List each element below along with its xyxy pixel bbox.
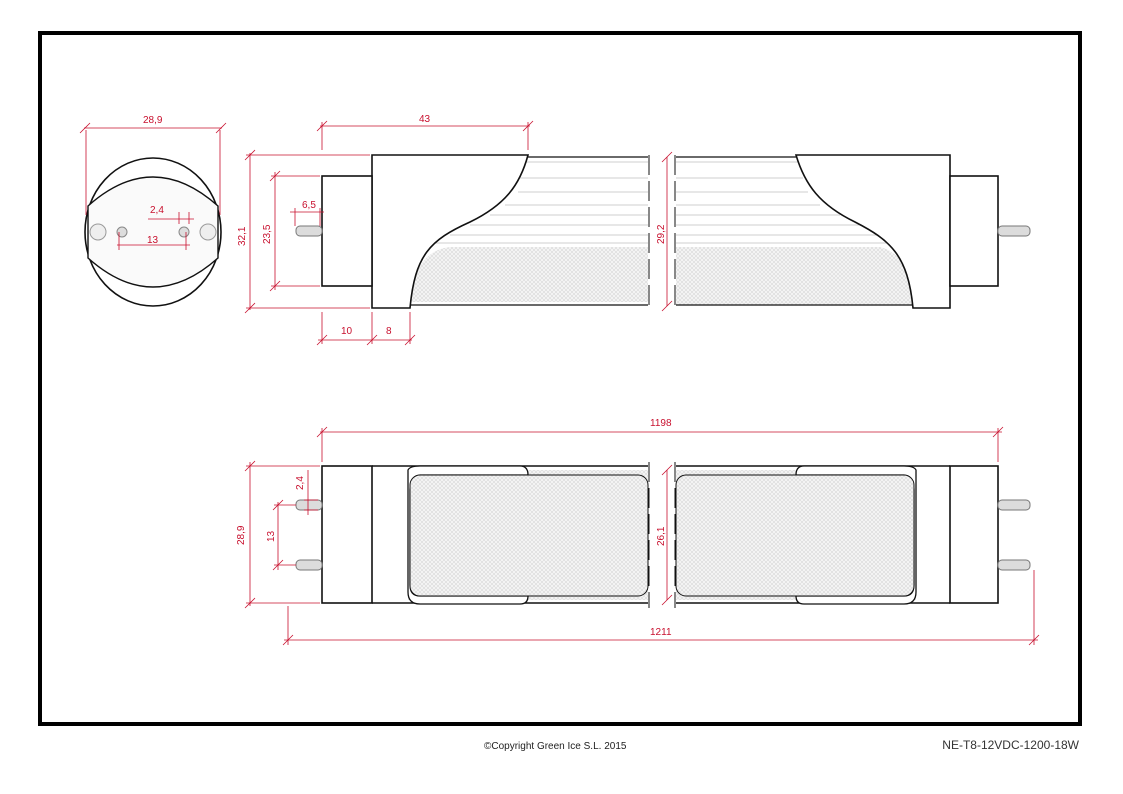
- side-tube-left: [410, 156, 648, 306]
- end-screw-right: [199, 223, 217, 241]
- side-right-cap: [794, 154, 951, 309]
- top-pin-spacing-label: 13: [266, 530, 277, 542]
- end-pin-left: [116, 226, 128, 238]
- end-cap-inner-lens: [87, 176, 219, 288]
- side-cap-height-label: 32,1: [237, 226, 248, 246]
- side-tube-right: [676, 156, 913, 306]
- side-tube-diameter-label: 29,2: [656, 224, 667, 244]
- side-left-plug: [321, 175, 373, 287]
- side-right-plug: [949, 175, 999, 287]
- drawing-frame: [38, 31, 1082, 726]
- top-cap-width-label: 28,9: [236, 525, 247, 545]
- end-pin-diameter-label: 2,4: [150, 205, 164, 216]
- side-left-pin: [295, 225, 323, 237]
- top-right-pin-upper: [997, 499, 1031, 511]
- top-pin-diameter-label: 2,4: [295, 476, 306, 490]
- side-segment-a-label: 10: [341, 326, 353, 337]
- end-screw-left: [89, 223, 107, 241]
- copyright-text: ©Copyright Green Ice S.L. 2015: [484, 741, 627, 752]
- top-left-pin-upper: [295, 499, 323, 511]
- side-inner-height-label: 23,5: [262, 224, 273, 244]
- side-view: 43 32,1 23,5 6,5 10 8 29,2: [237, 114, 1031, 346]
- top-left-pin-lower: [295, 559, 323, 571]
- top-right-pin-lower: [997, 559, 1031, 571]
- top-overall-length-label: 1211: [650, 627, 672, 638]
- side-right-pin: [997, 225, 1031, 237]
- side-cap-length-label: 43: [419, 114, 431, 125]
- end-width-label: 28,9: [143, 115, 163, 126]
- top-lens-width-label: 26,1: [656, 526, 667, 546]
- end-pin-right: [178, 226, 190, 238]
- top-body-length-label: 1198: [650, 418, 672, 429]
- side-segment-b-label: 8: [386, 326, 392, 337]
- end-pin-spacing-label: 13: [147, 235, 159, 246]
- top-view: 1198 1211 28,9 13 2,4 26,1: [236, 418, 1040, 646]
- side-pin-length-label: 6,5: [302, 200, 316, 211]
- side-left-cap: [371, 154, 530, 309]
- end-view: 28,9 13 2,4: [79, 115, 227, 307]
- top-right-endcap: [949, 465, 999, 604]
- top-left-endcap: [321, 465, 373, 604]
- model-code: NE-T8-12VDC-1200-18W: [942, 738, 1079, 752]
